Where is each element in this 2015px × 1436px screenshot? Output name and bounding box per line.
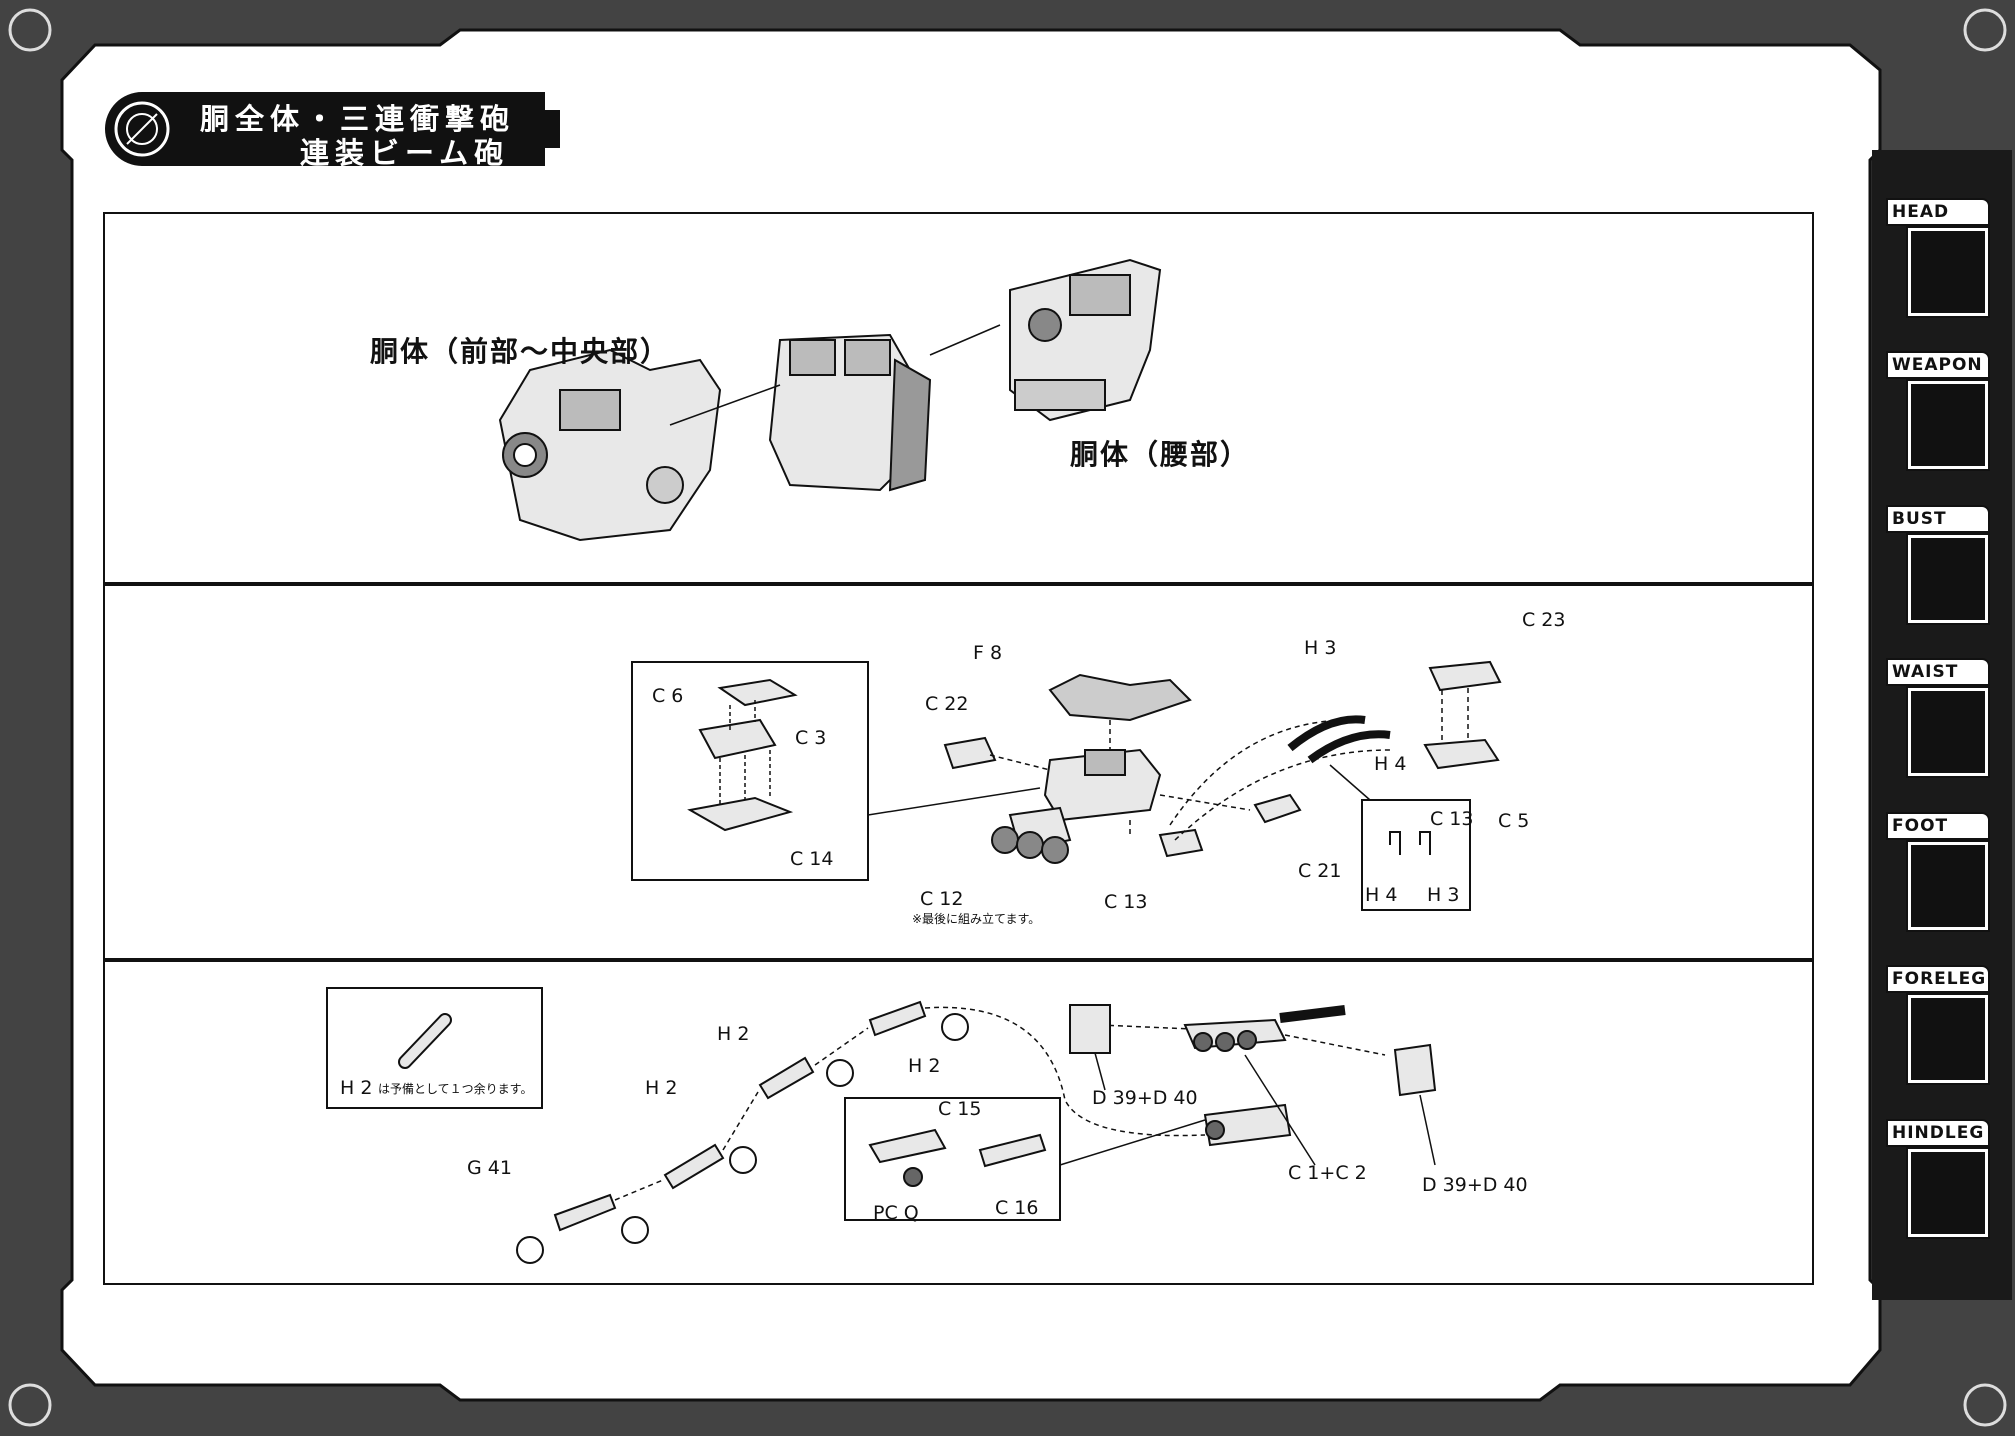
part-label: H 4 xyxy=(1374,753,1407,775)
cannon-assembly-illustration xyxy=(631,660,1502,911)
foot-icon xyxy=(1906,840,1990,932)
tab-bust[interactable]: BUST xyxy=(1886,505,1990,533)
part-label: H 3 xyxy=(1427,884,1460,906)
part-label: G 41 xyxy=(467,1157,512,1179)
part-label: H 2 xyxy=(908,1055,941,1077)
tab-foreleg[interactable]: FORELEG xyxy=(1886,965,1990,993)
hindleg-icon xyxy=(1906,1147,1990,1239)
tab-foot[interactable]: FOOT xyxy=(1886,812,1990,840)
part-label: C 14 xyxy=(790,848,834,870)
part-label: C 6 xyxy=(652,685,684,707)
part-label: C 5 xyxy=(1498,810,1530,832)
part-label: D 39+D 40 xyxy=(1422,1174,1528,1196)
part-label: C 13 xyxy=(1104,891,1148,913)
tab-waist[interactable]: WAIST xyxy=(1886,658,1990,686)
page-title-line2: 連装ビーム砲 xyxy=(300,136,510,170)
tab-hindleg[interactable]: HINDLEG xyxy=(1886,1119,1990,1147)
foreleg-icon xyxy=(1906,993,1990,1085)
gear-icon xyxy=(114,101,170,157)
part-label: H 2 xyxy=(645,1077,678,1099)
part-label: C 1+C 2 xyxy=(1288,1162,1367,1184)
label-torso-front: 胴体（前部〜中央部） xyxy=(370,335,671,368)
part-label: F 8 xyxy=(973,642,1003,664)
part-label: C 15 xyxy=(938,1098,982,1120)
part-label: C 22 xyxy=(925,693,969,715)
part-label: C 23 xyxy=(1522,609,1566,631)
assembly-note: ※最後に組み立てます。 xyxy=(912,912,1041,926)
rotate-marker-icon xyxy=(516,1013,969,1264)
part-label: H 3 xyxy=(1304,637,1337,659)
part-label: D 39+D 40 xyxy=(1092,1087,1198,1109)
waist-icon xyxy=(1906,686,1990,778)
part-label: H 2 xyxy=(717,1023,750,1045)
page-title-line1: 胴全体・三連衝撃砲 xyxy=(200,102,516,136)
part-label: C 3 xyxy=(795,727,827,749)
label-torso-waist: 胴体（腰部） xyxy=(1070,438,1251,471)
spare-note: は予備として１つ余ります。 xyxy=(378,1082,533,1096)
part-label: PC Q xyxy=(873,1202,919,1224)
tab-head[interactable]: HEAD xyxy=(1886,198,1990,226)
torso-illustration xyxy=(498,258,1162,542)
part-label: C 13 xyxy=(1430,808,1474,830)
step-panel-torso xyxy=(103,212,1814,584)
tab-weapon[interactable]: WEAPON xyxy=(1886,351,1990,379)
part-label: H 2 xyxy=(340,1077,373,1099)
part-label: C 12 xyxy=(920,888,964,910)
weapon-icon xyxy=(1906,379,1990,471)
step-panel-cannon xyxy=(103,584,1814,960)
title-band xyxy=(105,92,560,166)
part-label: C 21 xyxy=(1298,860,1342,882)
part-label: C 16 xyxy=(995,1197,1039,1219)
head-icon xyxy=(1906,226,1990,318)
corner-gear-icon xyxy=(8,8,2007,1427)
part-label: H 4 xyxy=(1365,884,1398,906)
bust-icon xyxy=(1906,533,1990,625)
beam-cannon-illustration xyxy=(326,987,1437,1264)
